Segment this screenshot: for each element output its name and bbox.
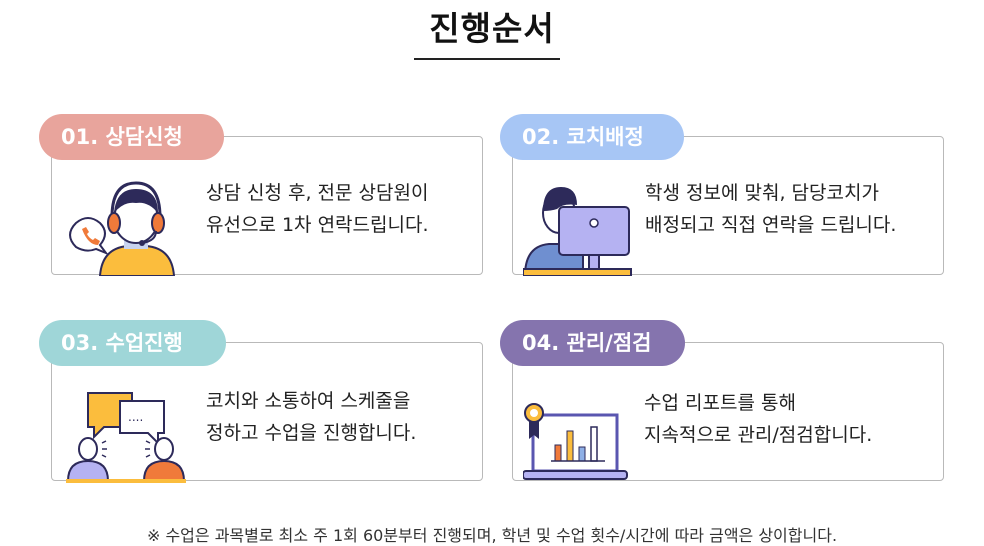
description-line: 배정되고 직접 연락을 드립니다.	[645, 214, 897, 236]
step-description: 학생 정보에 맞춰, 담당코치가 배정되고 직접 연락을 드립니다.	[645, 177, 896, 241]
step-card-1: 상담 신청 후, 전문 상담원이 유선으로 1차 연락드립니다.	[51, 136, 483, 276]
person-at-computer-icon	[523, 187, 632, 276]
step-label-1: 01. 상담신청	[39, 114, 224, 160]
description-line: 정하고 수업을 진행합니다.	[206, 422, 417, 444]
step-label-3: 03. 수업진행	[39, 320, 226, 366]
title-underline	[414, 58, 560, 60]
step-description: 수업 리포트를 통해 지속적으로 관리/점검합니다.	[644, 387, 872, 451]
footnote: ※ 수업은 과목별로 최소 주 1회 60분부터 진행되며, 학년 및 수업 횟…	[146, 526, 838, 545]
description-line: 지속적으로 관리/점검합니다.	[644, 424, 873, 446]
svg-text:....: ....	[128, 410, 143, 424]
description-line: 코치와 소통하여 스케줄을	[206, 390, 411, 412]
call-center-agent-icon	[69, 181, 176, 276]
description-line: 수업 리포트를 통해	[644, 392, 796, 414]
step-description: 코치와 소통하여 스케줄을 정하고 수업을 진행합니다.	[206, 385, 416, 449]
page-title: 진행순서	[429, 9, 555, 48]
report-laptop-icon	[523, 403, 628, 480]
description-line: 유선으로 1차 연락드립니다.	[206, 214, 429, 236]
step-description: 상담 신청 후, 전문 상담원이 유선으로 1차 연락드립니다.	[206, 177, 429, 241]
conversation-icon: ....	[66, 392, 186, 483]
description-line: 상담 신청 후, 전문 상담원이	[206, 182, 429, 204]
step-label-2: 02. 코치배정	[500, 114, 684, 160]
description-line: 학생 정보에 맞춰, 담당코치가	[645, 182, 879, 204]
step-label-4: 04. 관리/점검	[500, 320, 685, 366]
